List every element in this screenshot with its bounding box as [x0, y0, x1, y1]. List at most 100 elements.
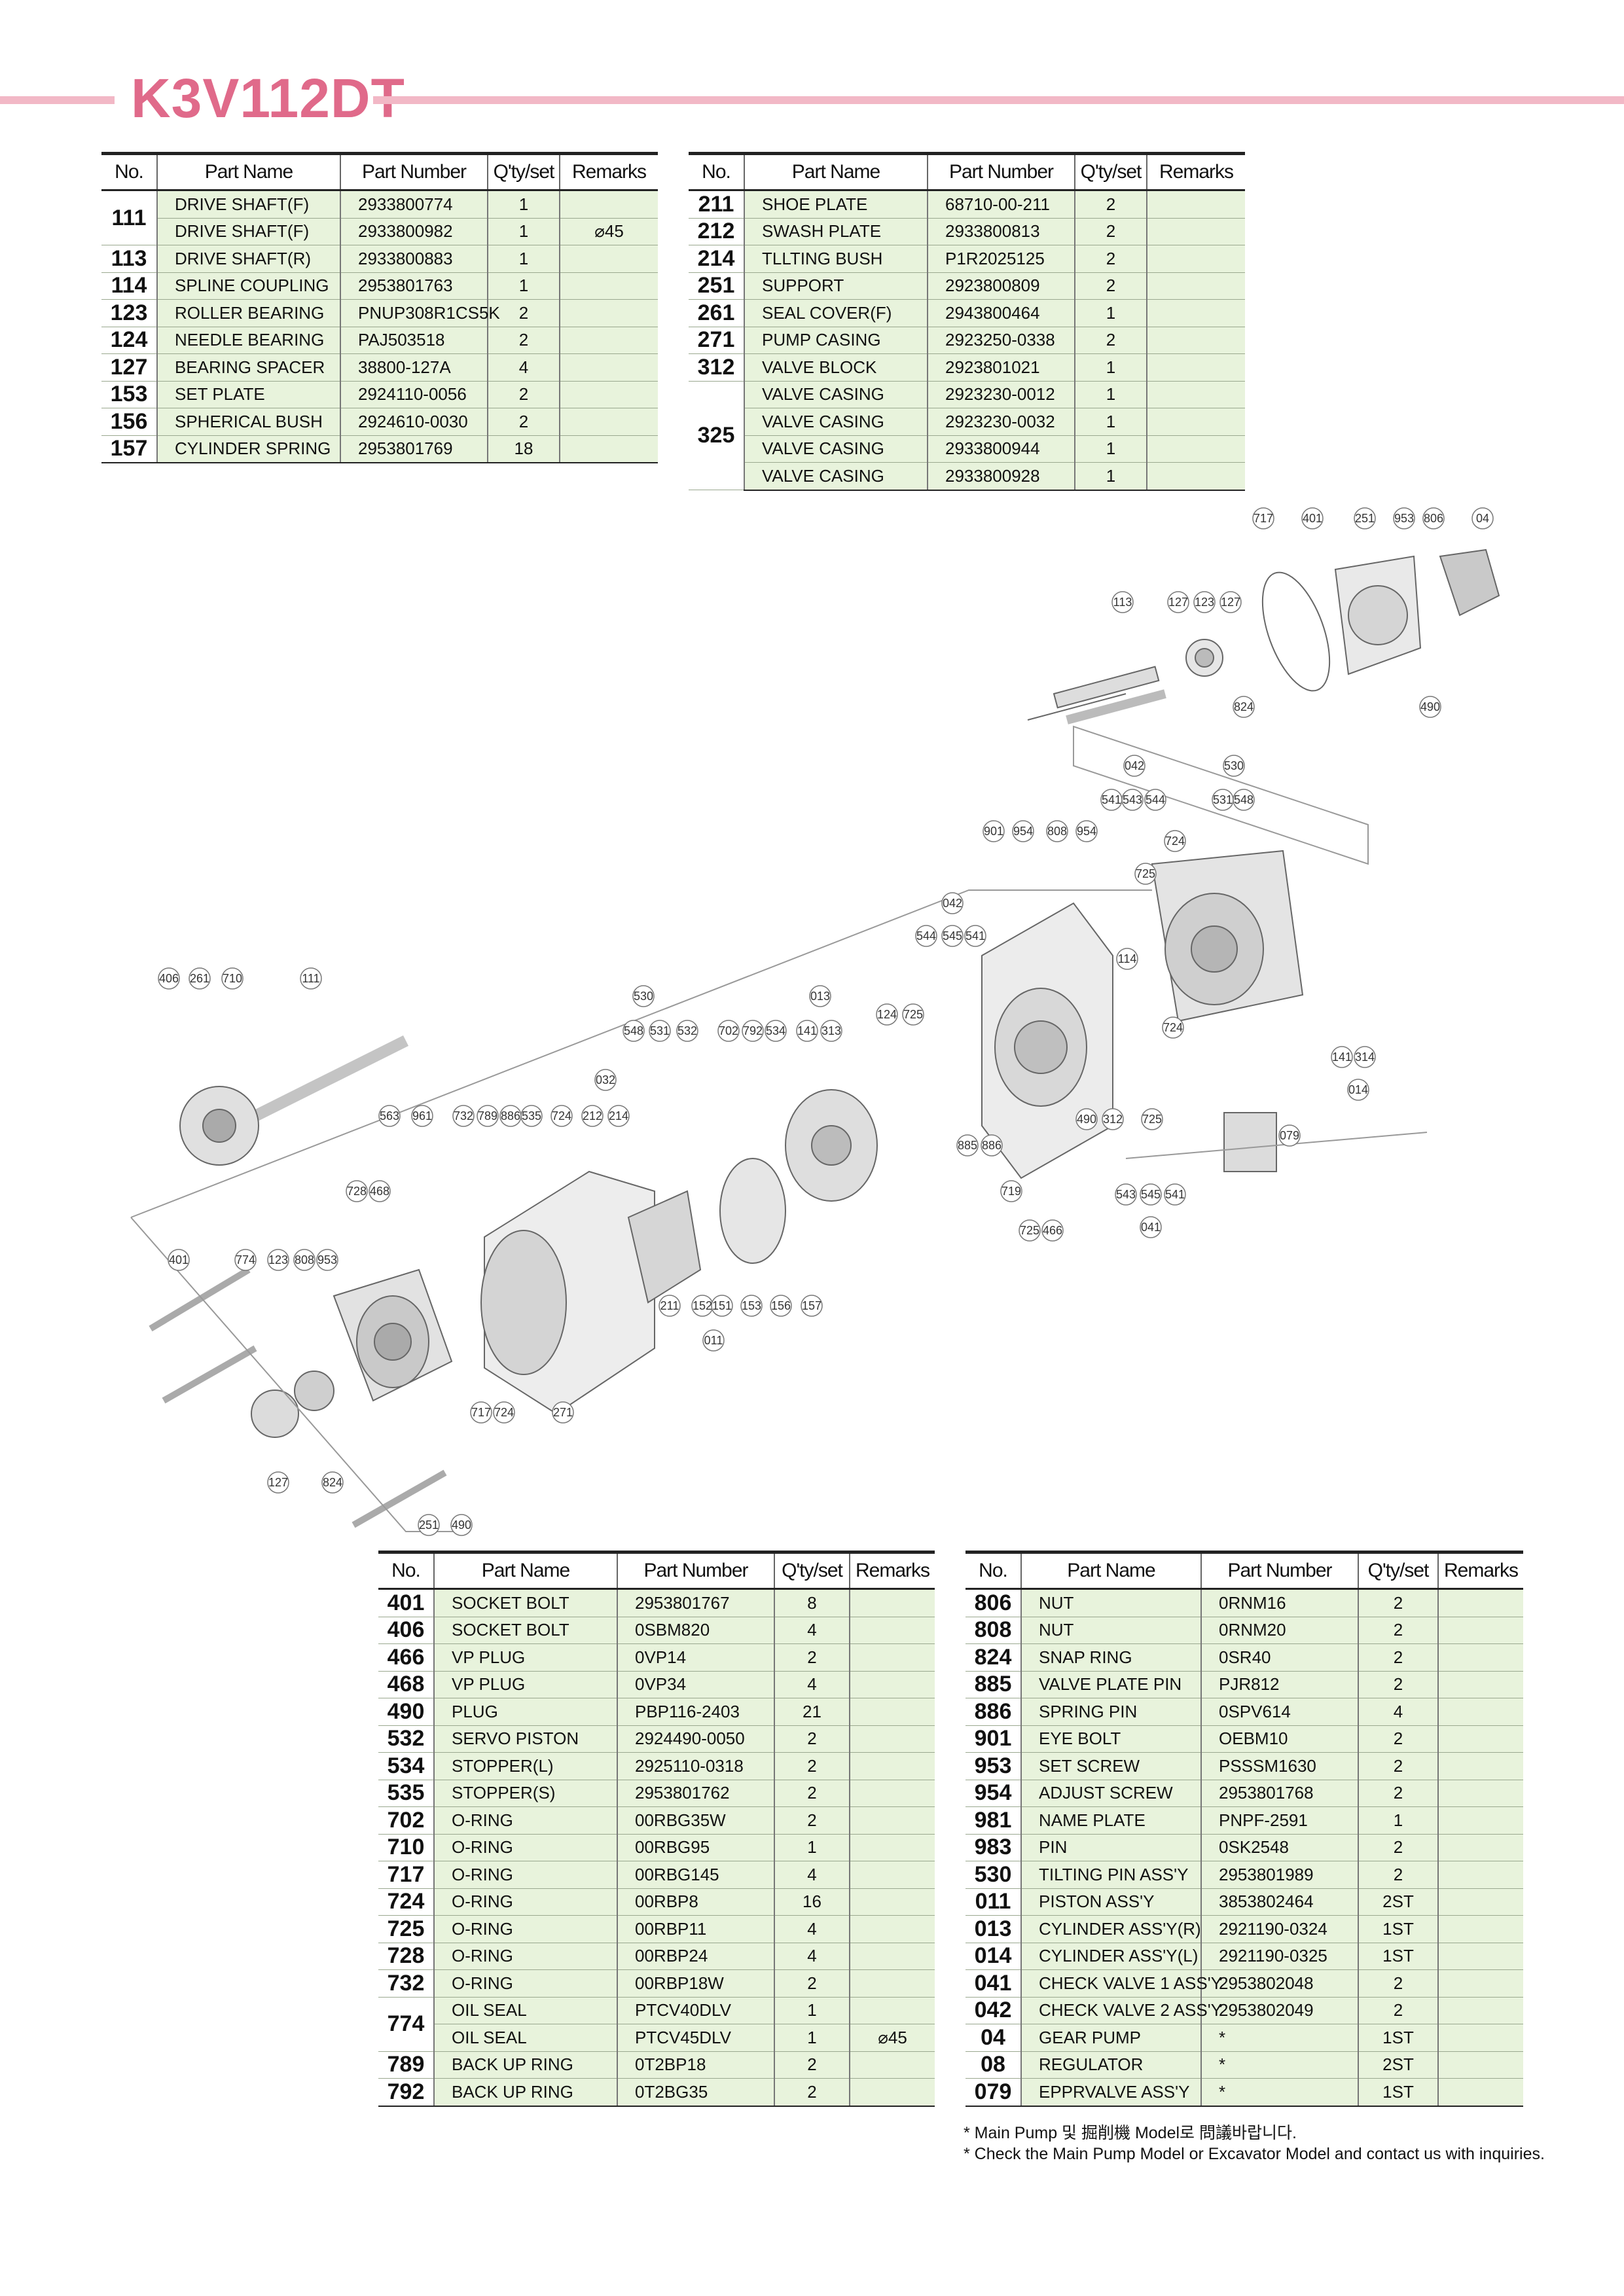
part-no-cell: 717	[378, 1861, 434, 1889]
callout-bubble: 141	[796, 1020, 818, 1042]
remarks-cell	[1437, 1671, 1523, 1698]
callout-label: 702	[719, 1024, 738, 1037]
part-no-cell: 111	[101, 190, 157, 245]
part-no-cell: 212	[689, 218, 744, 245]
remarks-cell	[559, 272, 658, 300]
callout-label: 724	[494, 1406, 514, 1419]
remarks-cell	[1437, 2024, 1523, 2052]
callout-label: 886	[501, 1109, 520, 1122]
callout-label: 042	[1125, 759, 1144, 772]
callout-label: 531	[650, 1024, 670, 1037]
callout-bubble: 886	[981, 1134, 1003, 1157]
part-no-cell: 011	[965, 1888, 1021, 1916]
qty-cell: 2	[1358, 1671, 1438, 1698]
callout-label: 732	[454, 1109, 473, 1122]
qty-cell: 2	[1358, 1643, 1438, 1672]
callout-label: 901	[984, 825, 1003, 838]
part-number-cell: PSSSM1630	[1200, 1752, 1358, 1780]
callout-label: 141	[797, 1024, 817, 1037]
remarks-cell	[1437, 1834, 1523, 1861]
qty-cell: 1	[1074, 435, 1147, 463]
remarks-cell	[1437, 1725, 1523, 1753]
part-number-cell: 2924490-0050	[617, 1725, 774, 1753]
part-number-cell: 3853802464	[1200, 1888, 1358, 1916]
part-no-cell: 127	[101, 353, 157, 382]
part-number-cell: PJR812	[1200, 1671, 1358, 1698]
callout-bubble: 806	[1422, 507, 1445, 529]
col-part-name-header: Part Name	[156, 152, 340, 191]
qty-cell: 4	[774, 1943, 850, 1970]
qty-cell: 2	[1074, 218, 1147, 245]
qty-cell: 16	[774, 1888, 850, 1916]
part-no-cell: 792	[378, 2078, 434, 2107]
part-no-cell: 042	[965, 1997, 1021, 2024]
remarks-cell	[1437, 1643, 1523, 1672]
remarks-cell	[849, 1780, 935, 1807]
callout-label: 548	[624, 1024, 643, 1037]
callout-label: 032	[596, 1073, 615, 1086]
remarks-cell	[1146, 462, 1245, 491]
remarks-cell	[849, 1943, 935, 1970]
callout-label: 113	[1113, 596, 1132, 609]
col-no-header: No.	[965, 1551, 1021, 1590]
qty-cell: 4	[774, 1671, 850, 1698]
callout-bubble: 725	[1141, 1108, 1163, 1130]
callout-bubble: 954	[1075, 820, 1098, 842]
callout-bubble: 313	[820, 1020, 842, 1042]
part-name-cell: VALVE CASING	[744, 435, 928, 463]
part-no-cell: 406	[378, 1617, 434, 1644]
callout-label: 490	[1077, 1113, 1096, 1126]
col-remarks-header: Remarks	[849, 1551, 935, 1590]
qty-cell: 2	[1074, 245, 1147, 273]
part-name-cell: VALVE PLATE PIN	[1020, 1671, 1201, 1698]
part-name-cell: BACK UP RING	[433, 2078, 617, 2107]
part-number-cell: 2921190-0325	[1200, 1943, 1358, 1970]
remarks-cell	[1437, 1752, 1523, 1780]
callout-label: 123	[268, 1253, 288, 1266]
qty-cell: 2	[1358, 1588, 1438, 1617]
remarks-cell	[1437, 1888, 1523, 1916]
remarks-cell	[849, 1915, 935, 1943]
col-part-name-header: Part Name	[1020, 1551, 1201, 1590]
part-name-cell: VALVE CASING	[744, 381, 928, 408]
part-number-cell: 2925110-0318	[617, 1752, 774, 1780]
col-remarks-header: Remarks	[1146, 152, 1245, 191]
part-number-cell: 2923801021	[927, 353, 1075, 382]
callout-bubble: 710	[221, 967, 244, 990]
qty-cell: 2	[487, 299, 560, 327]
callout-bubble: 04	[1471, 507, 1494, 529]
callout-label: 717	[471, 1406, 491, 1419]
callout-label: 725	[1020, 1224, 1039, 1237]
qty-cell: 2	[1358, 1780, 1438, 1807]
callout-bubble: 543	[1115, 1183, 1137, 1206]
part-no-cell: 953	[965, 1752, 1021, 1780]
callout-label: 401	[169, 1253, 189, 1266]
part-no-cell: 312	[689, 353, 744, 382]
callout-label: 111	[302, 972, 319, 985]
callout-label: 153	[742, 1299, 761, 1312]
part-name-cell: SPHERICAL BUSH	[156, 408, 340, 436]
part-name-cell: VALVE CASING	[744, 408, 928, 436]
remarks-cell: ⌀45	[559, 218, 658, 245]
remarks-cell	[849, 1997, 935, 2024]
remarks-cell	[1437, 1806, 1523, 1835]
part-no-cell: 157	[101, 435, 157, 463]
callout-label: 530	[1224, 759, 1244, 772]
part-number-cell: 2953801767	[617, 1588, 774, 1617]
callout-bubble: 532	[676, 1020, 698, 1042]
callout-bubble: 545	[941, 925, 964, 947]
part-number-cell: 0VP34	[617, 1671, 774, 1698]
remarks-cell	[1437, 2051, 1523, 2079]
part-number-cell: P1R2025125	[927, 245, 1075, 273]
qty-cell: 1	[487, 272, 560, 300]
